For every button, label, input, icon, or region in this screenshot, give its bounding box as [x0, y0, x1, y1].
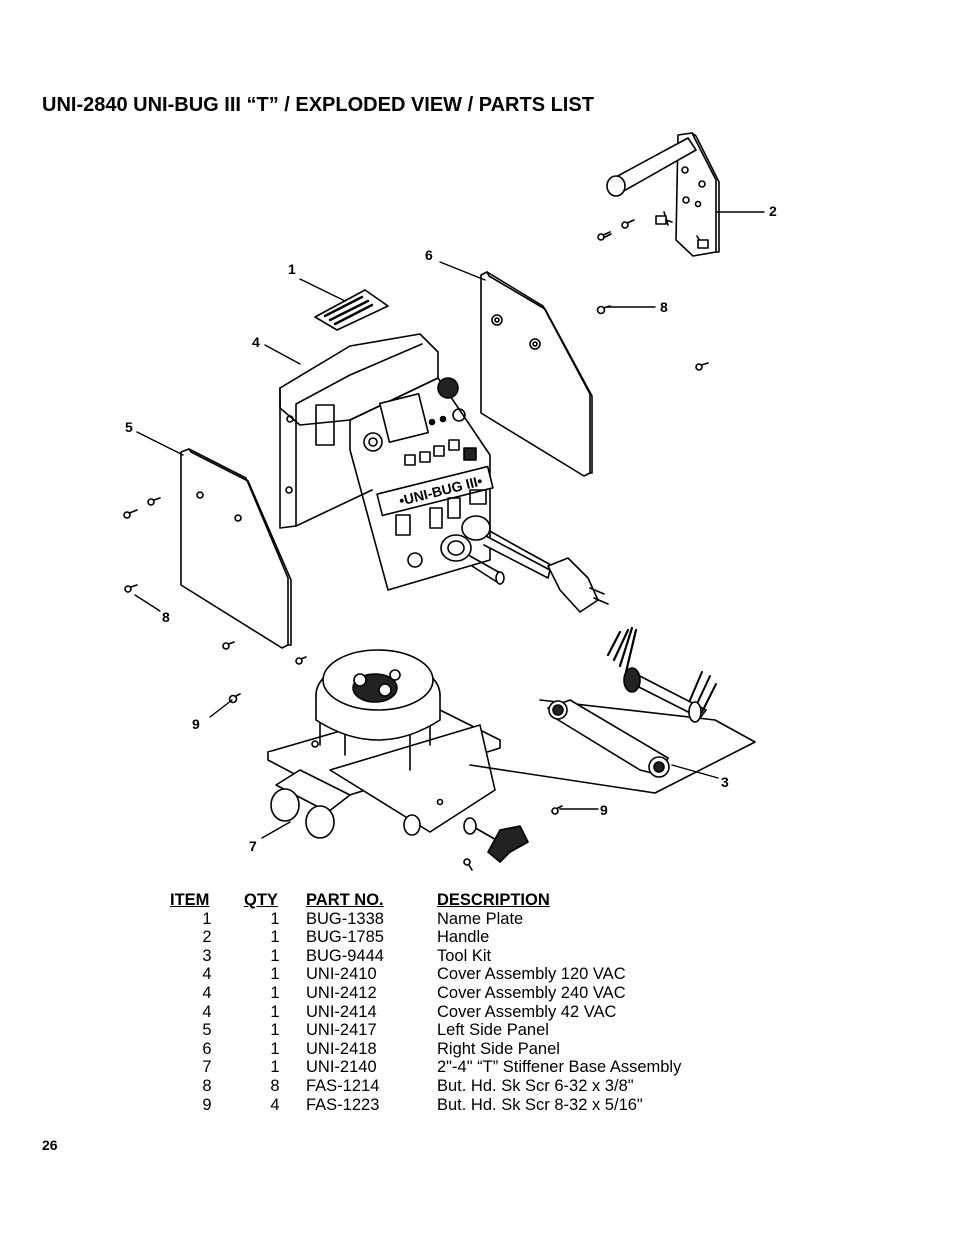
- qty-cell: 1: [270, 1021, 280, 1040]
- cover-assembly-part: [279, 333, 494, 591]
- part-no-cell: BUG-9444: [306, 946, 384, 965]
- parts-list-header-row: ITEM QTY PART NO. DESCRIPTION: [170, 891, 737, 910]
- qty-cell: 1: [270, 928, 280, 947]
- part-no-cell: UNI-2412: [306, 983, 377, 1002]
- item-cell: 9: [202, 1095, 212, 1114]
- table-row: 3 1 BUG-9444 Tool Kit: [170, 947, 737, 966]
- qty-cell: 1: [270, 965, 280, 984]
- table-row: 7 1 UNI-2140 2"-4" “T” Stiffener Base Assem…: [170, 1058, 737, 1077]
- item-cell: 4: [202, 965, 212, 984]
- description-cell: Cover Assembly 120 VAC: [437, 965, 626, 984]
- table-row: 1 1 BUG-1338 Name Plate: [170, 910, 737, 929]
- part-no-cell: UNI-2140: [306, 1058, 377, 1077]
- table-row: 8 8 FAS-1214 But. Hd. Sk Scr 6-32 x 3/8": [170, 1077, 737, 1096]
- qty-cell: 1: [270, 946, 280, 965]
- item-cell: 4: [202, 983, 212, 1002]
- description-cell: Name Plate: [437, 909, 524, 928]
- table-row: 4 1 UNI-2410 Cover Assembly 120 VAC: [170, 965, 737, 984]
- callout-numbers: 1 2 3 4 5 6 7 8 8 9 9: [125, 203, 777, 854]
- table-row: 5 1 UNI-2417 Left Side Panel: [170, 1021, 737, 1040]
- description-cell: Right Side Panel: [437, 1039, 560, 1058]
- right-side-panel-part: [480, 271, 593, 477]
- part-no-cell: BUG-1785: [306, 928, 384, 947]
- header-part-no: PART NO.: [306, 891, 384, 909]
- callout-4: 4: [252, 334, 260, 350]
- callout-1: 1: [288, 261, 296, 277]
- callout-7: 7: [249, 838, 257, 854]
- page-title: UNI-2840 UNI-BUG III “T” / EXPLODED VIEW…: [42, 94, 594, 116]
- description-cell: Cover Assembly 42 VAC: [437, 1002, 617, 1021]
- part-no-cell: FAS-1223: [306, 1095, 380, 1114]
- qty-cell: 1: [270, 1002, 280, 1021]
- qty-cell: 1: [270, 1039, 280, 1058]
- callout-9-left: 9: [192, 716, 200, 732]
- callout-2: 2: [769, 203, 777, 219]
- part-no-cell: BUG-1338: [306, 909, 384, 928]
- page-number: 26: [42, 1137, 58, 1153]
- table-row: 4 1 UNI-2412 Cover Assembly 240 VAC: [170, 984, 737, 1003]
- item-cell: 2: [202, 928, 212, 947]
- part-no-cell: UNI-2418: [306, 1039, 377, 1058]
- description-cell: Handle: [437, 928, 490, 947]
- part-no-cell: UNI-2417: [306, 1021, 377, 1040]
- screw-group-left: [123, 497, 563, 871]
- item-cell: 1: [202, 909, 212, 928]
- screw-group-top: [596, 219, 709, 371]
- table-row: 2 1 BUG-1785 Handle: [170, 928, 737, 947]
- qty-cell: 1: [270, 909, 280, 928]
- item-cell: 4: [202, 1002, 212, 1021]
- qty-cell: 4: [270, 1095, 280, 1114]
- name-plate-part: [314, 289, 389, 331]
- header-description: DESCRIPTION: [437, 891, 550, 909]
- description-cell: Cover Assembly 240 VAC: [437, 983, 626, 1002]
- callout-3: 3: [721, 774, 729, 790]
- qty-cell: 1: [270, 983, 280, 1002]
- description-cell: But. Hd. Sk Scr 8-32 x 5/16": [437, 1095, 643, 1114]
- handle-part: [606, 132, 720, 257]
- left-side-panel-part: [180, 448, 292, 649]
- part-no-cell: UNI-2410: [306, 965, 377, 984]
- callout-5: 5: [125, 419, 133, 435]
- description-cell: Left Side Panel: [437, 1021, 549, 1040]
- qty-cell: 1: [270, 1058, 280, 1077]
- exploded-view-diagram: •UNI-BUG III•: [123, 132, 777, 871]
- item-cell: 6: [202, 1039, 212, 1058]
- table-row: 4 1 UNI-2414 Cover Assembly 42 VAC: [170, 1003, 737, 1022]
- callout-6: 6: [425, 247, 433, 263]
- callout-8-right: 8: [660, 299, 668, 315]
- part-no-cell: UNI-2414: [306, 1002, 377, 1021]
- description-cell: 2"-4" “T” Stiffener Base Assembly: [437, 1058, 682, 1077]
- item-cell: 8: [202, 1076, 212, 1095]
- callout-8-left: 8: [162, 609, 170, 625]
- header-item: ITEM: [170, 891, 210, 909]
- header-qty: QTY: [244, 891, 278, 909]
- stiffener-base-part: [267, 649, 529, 863]
- description-cell: Tool Kit: [437, 946, 492, 965]
- leader-lines: [134, 211, 765, 839]
- power-cord-part: [440, 515, 609, 613]
- part-no-cell: FAS-1214: [306, 1076, 380, 1095]
- item-cell: 7: [202, 1058, 212, 1077]
- item-cell: 5: [202, 1021, 212, 1040]
- callout-9-right: 9: [600, 802, 608, 818]
- table-row: 6 1 UNI-2418 Right Side Panel: [170, 1040, 737, 1059]
- tool-kit-part: [469, 626, 756, 794]
- description-cell: But. Hd. Sk Scr 6-32 x 3/8": [437, 1076, 634, 1095]
- qty-cell: 8: [270, 1076, 280, 1095]
- item-cell: 3: [202, 946, 212, 965]
- table-row: 9 4 FAS-1223 But. Hd. Sk Scr 8-32 x 5/16": [170, 1096, 737, 1115]
